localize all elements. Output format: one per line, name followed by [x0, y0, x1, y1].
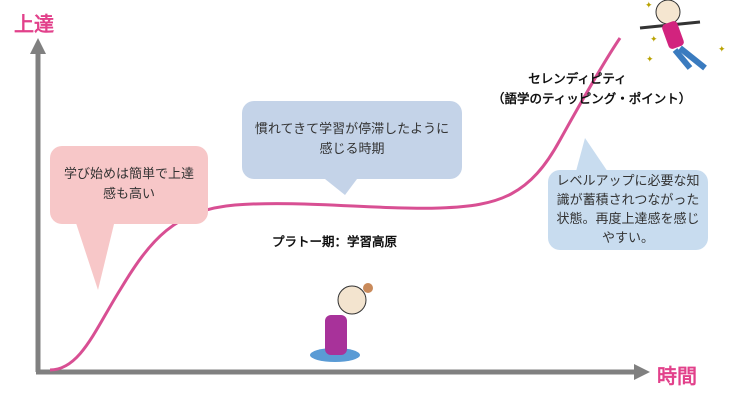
sitting-person-icon — [310, 283, 373, 362]
svg-text:✦: ✦ — [650, 35, 658, 45]
jumping-person-icon: ✦ ✦ ✦ ✦ — [639, 0, 726, 71]
plateau-bubble-tail — [320, 175, 360, 195]
breakthrough-bubble-tail — [575, 138, 610, 175]
breakthrough-bubble: レベルアップに必要な知識が蓄積されつながった状態。再度上達感を感じやすい。 — [548, 170, 708, 250]
x-axis-label: 時間 — [657, 364, 697, 388]
plateau-feeling-bubble: 慣れてきて学習が停滞したように感じる時期 — [242, 101, 462, 179]
svg-text:✦: ✦ — [718, 45, 726, 55]
early-bubble-tail — [75, 220, 115, 290]
learning-curve — [49, 37, 622, 372]
tipping-point-label: （語学のティッピング・ポイント） — [492, 91, 692, 106]
x-axis-arrow-icon — [634, 364, 650, 380]
plateau-label: プラトー期：学習高原 — [272, 234, 398, 249]
svg-text:✦: ✦ — [646, 55, 654, 65]
early-learning-bubble: 学び始めは簡単で上達感も高い — [50, 146, 208, 224]
y-axis-arrow-icon — [30, 38, 46, 54]
svg-text:✦: ✦ — [645, 1, 653, 11]
y-axis-label: 上達 — [14, 12, 54, 36]
serendipity-label: セレンディピティ — [528, 71, 627, 86]
